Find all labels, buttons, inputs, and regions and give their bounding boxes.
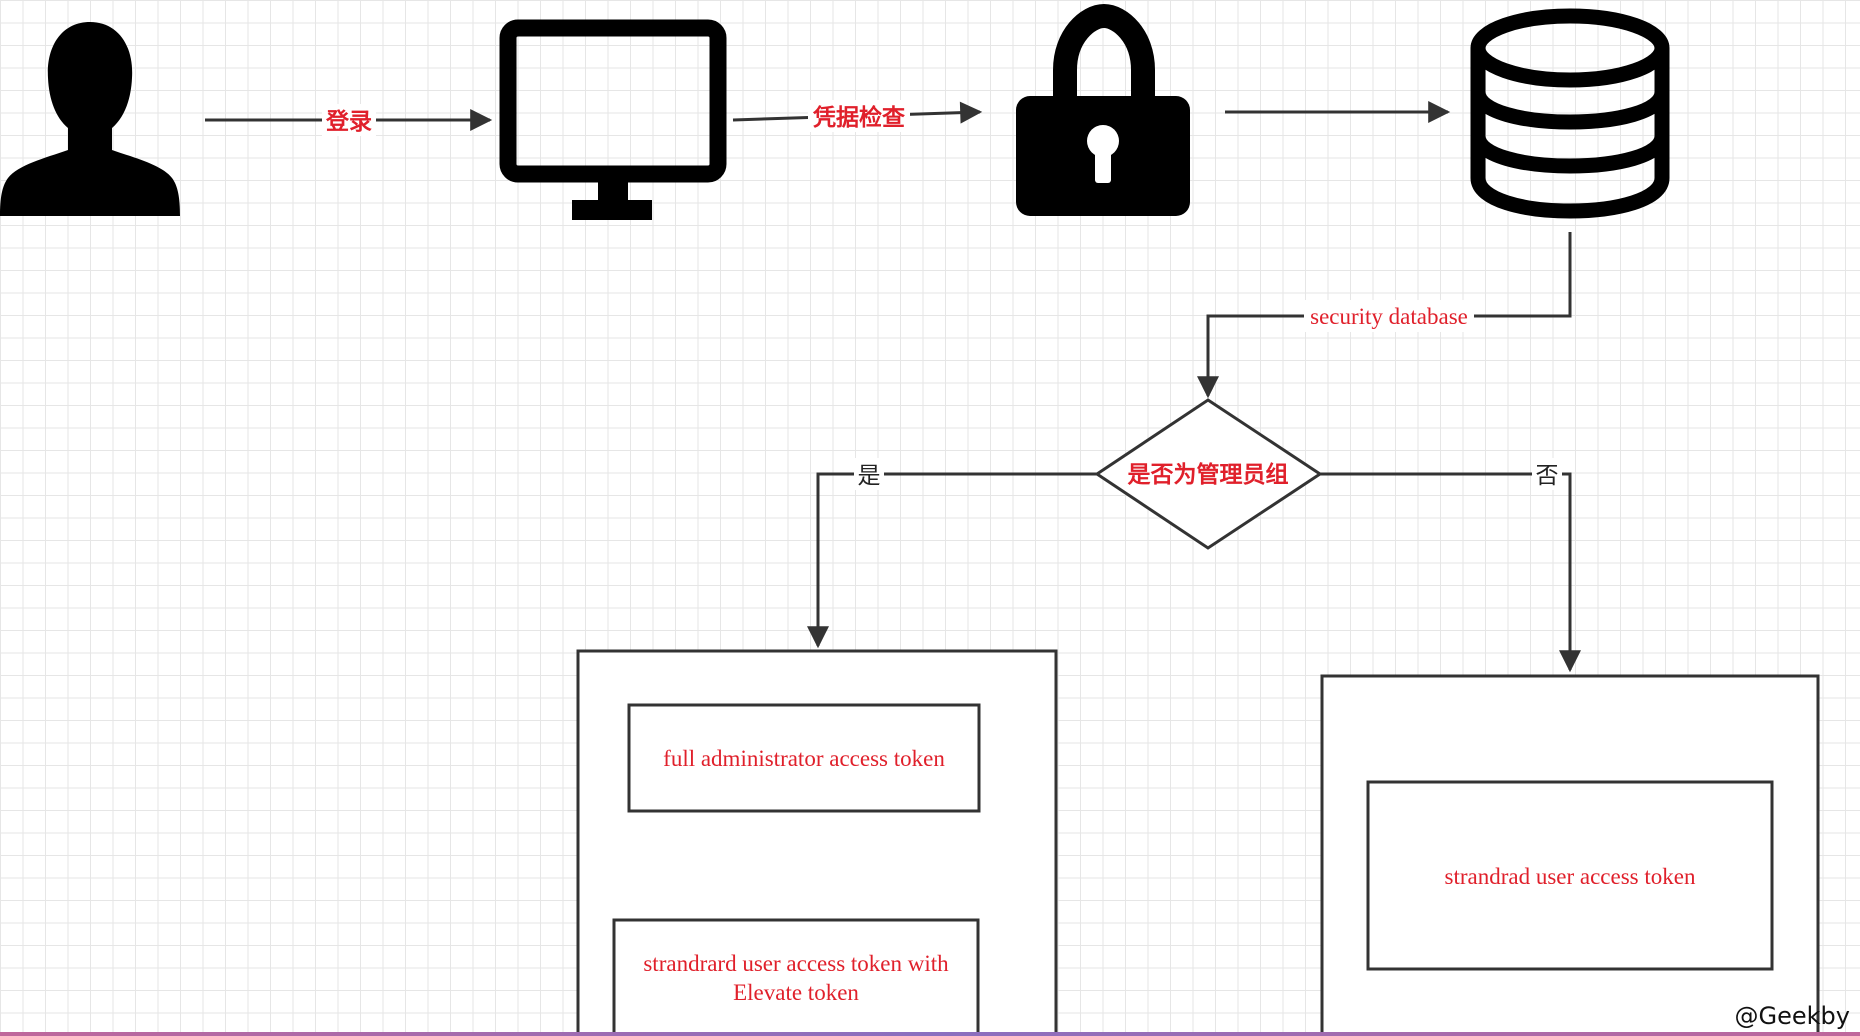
edge-label-yes: 是 [858,463,881,489]
edge-label-security-database: security database [1310,304,1468,329]
edge-credential-check: 凭据检查 [732,100,983,132]
admin-token-container: full administrator access token strandra… [576,649,1058,1036]
standard-user-token-box [1366,780,1774,971]
full-admin-token-box [627,703,981,813]
edge-security-database: security database [1197,232,1572,399]
edge-yes: 是 [807,458,1097,649]
lock-icon [1016,3,1190,216]
edge-label-credential-check: 凭据检查 [812,104,905,131]
edge-no: 否 [1320,458,1581,673]
elevate-token-box [612,918,980,1036]
elevate-token-label-line2: Elevate token [733,980,859,1005]
full-admin-token-label: full administrator access token [663,746,945,771]
edge-label-no: 否 [1536,463,1559,489]
database-icon [1470,8,1670,219]
decision-label: 是否为管理员组 [1128,461,1289,488]
watermark: @Geekby [1734,1002,1850,1030]
user-icon [0,22,180,216]
edge-label-login: 登录 [325,109,372,135]
monitor-icon [499,19,727,220]
standard-user-token-label: strandrad user access token [1445,864,1696,889]
elevate-token-label-line1: strandrard user access token with [643,951,949,976]
bottom-border-strip [0,1032,1860,1036]
standard-token-container: strandrad user access token [1320,674,1820,1036]
edge-login: 登录 [205,104,493,136]
decision-admin-group: 是否为管理员组 [1094,398,1323,550]
